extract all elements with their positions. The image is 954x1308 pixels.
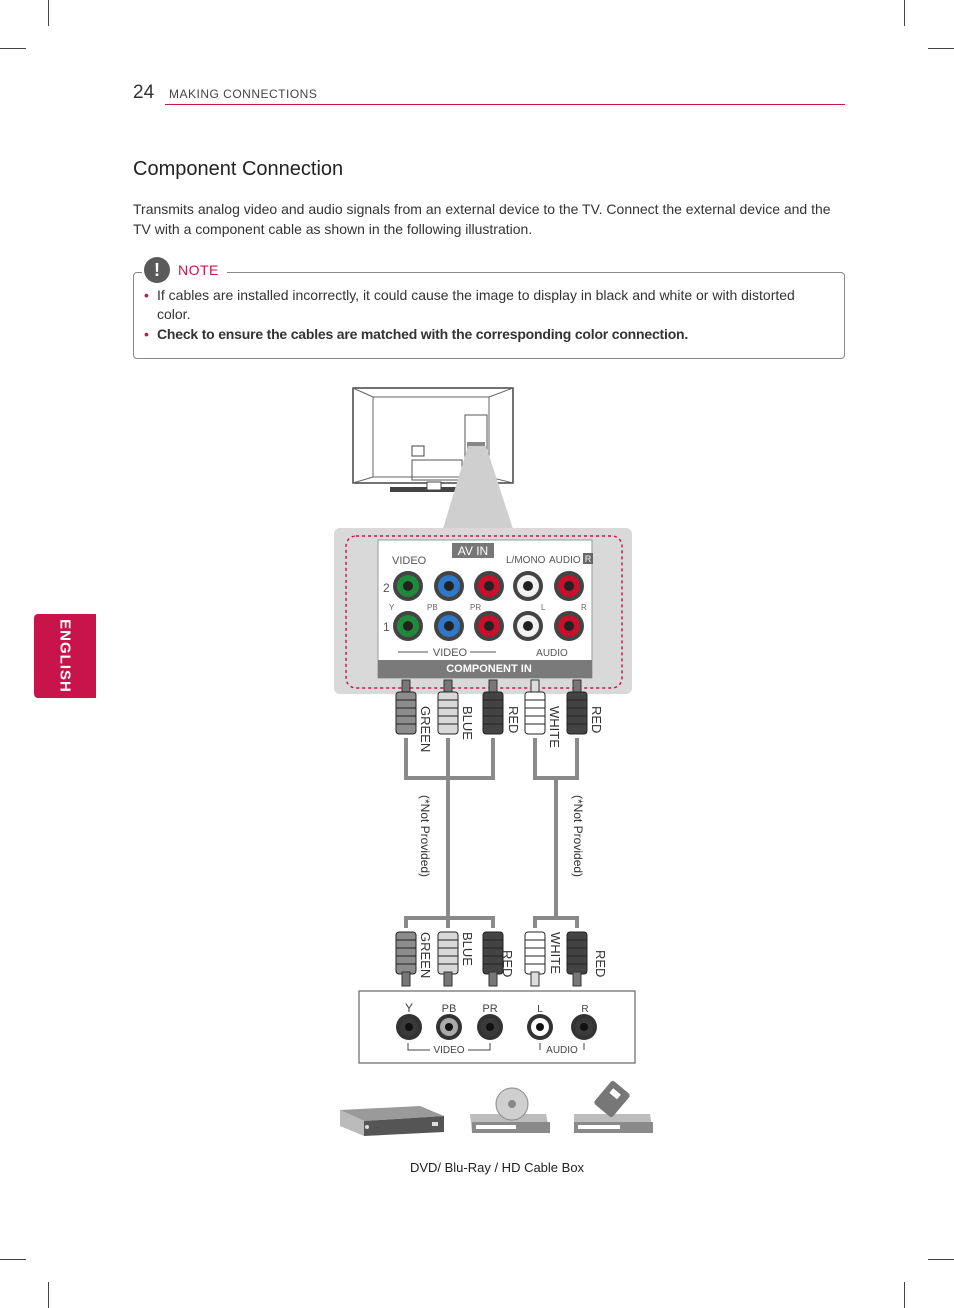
device-audio-label: AUDIO [546, 1045, 578, 1056]
jack-white-row2 [513, 571, 543, 601]
pb-label: PB [427, 603, 438, 612]
cable-label-green-bottom: GREEN [418, 932, 433, 978]
not-provided-right: (*Not Provided) [571, 795, 585, 877]
cable-label-red-top: RED [506, 706, 521, 733]
plug-white-top [524, 679, 546, 735]
plug-blue-bottom [437, 931, 459, 987]
y-label: Y [389, 603, 395, 612]
crop-mark [48, 1282, 49, 1308]
top-plugs [395, 679, 588, 735]
cable-label-red-bottom: RED [500, 950, 515, 977]
component-in-label: COMPONENT IN [446, 663, 532, 675]
header-rule [165, 104, 845, 105]
cable-label-red2-top: RED [589, 706, 604, 733]
jack-blue-row2 [434, 571, 464, 601]
crop-mark [0, 48, 26, 49]
av-in-label: AV IN [458, 544, 488, 558]
dvd-player-icon [340, 1106, 444, 1136]
l-label: L [541, 603, 546, 612]
r-label: R [581, 603, 587, 612]
devices-caption: DVD/ Blu-Ray / HD Cable Box [410, 1160, 585, 1175]
r-badge: R [585, 554, 592, 564]
exclamation-icon: ! [144, 257, 170, 283]
page-number: 24 [133, 82, 155, 103]
device-jacks [396, 1014, 597, 1040]
bullet-icon: • [144, 326, 149, 342]
not-provided-left: (*Not Provided) [418, 795, 432, 877]
audio-bottom-label: AUDIO [536, 648, 568, 659]
note-item: • Check to ensure the cables are matched… [144, 325, 824, 344]
crop-mark [928, 48, 954, 49]
jack-red-row2 [554, 571, 584, 601]
cable-label-blue-bottom: BLUE [460, 932, 475, 966]
device-video-label: VIDEO [433, 1045, 464, 1056]
cable-label-white-top: WHITE [547, 706, 562, 748]
device-jack-l [527, 1014, 553, 1040]
crop-mark [904, 1282, 905, 1308]
jack-green-row2 [393, 571, 423, 601]
section-title: MAKING CONNECTIONS [169, 87, 318, 101]
pr-label: PR [470, 603, 481, 612]
l-mono-label: L/MONO [506, 555, 546, 566]
zoom-beam [442, 446, 514, 532]
page-title: Component Connection [133, 158, 344, 180]
cable-label-red2-bottom: RED [593, 950, 608, 977]
row-2-label: 2 [383, 581, 390, 595]
device-jack-y [396, 1014, 422, 1040]
note-header: ! NOTE [142, 256, 227, 284]
video-bottom-label: VIDEO [433, 647, 468, 659]
device-y-label: Y [405, 1001, 413, 1015]
blu-ray-player-icon [470, 1087, 550, 1133]
device-jack-pr [477, 1014, 503, 1040]
jack-red-row2 [474, 571, 504, 601]
cable-label-green-top: GREEN [418, 706, 433, 752]
cable-label-white-bottom: WHITE [548, 932, 563, 974]
plug-red-bottom [482, 931, 504, 987]
device-pb-label: PB [442, 1003, 457, 1015]
plug-white-bottom [524, 931, 546, 987]
device-jack-pb [436, 1014, 462, 1040]
hd-cable-box-icon [574, 1081, 653, 1133]
device-r-label: R [581, 1004, 588, 1015]
note-box [133, 272, 845, 359]
device-l-label: L [537, 1004, 543, 1015]
note-item-text: If cables are installed incorrectly, it … [157, 287, 795, 322]
plug-green-top [395, 679, 417, 735]
row-1-label: 1 [383, 620, 390, 634]
audio-label: AUDIO [549, 555, 581, 566]
note-item-text: Check to ensure the cables are matched w… [157, 326, 689, 342]
plug-red-top [482, 679, 504, 735]
tv-jacks [393, 571, 584, 641]
jack-red-row1 [554, 611, 584, 641]
note-item: • If cables are installed incorrectly, i… [144, 286, 824, 324]
language-tab: ENGLISH [34, 614, 96, 698]
device-output-panel: Y PB PR L R VIDEO AUDIO [358, 990, 636, 1064]
plug-green-bottom [395, 931, 417, 987]
component-cable [404, 738, 495, 928]
tv-input-panel: AV IN VIDEO L/MONO AUDIO R 2 1 Y PB PR L… [334, 528, 632, 694]
cable-label-blue-top: BLUE [460, 706, 475, 740]
video-label: VIDEO [392, 555, 427, 567]
note-label: NOTE [178, 262, 219, 278]
crop-mark [928, 1259, 954, 1260]
plug-red-top [566, 679, 588, 735]
crop-mark [904, 0, 905, 26]
jack-green-row1 [393, 611, 423, 641]
intro-paragraph: Transmits analog video and audio signals… [133, 201, 831, 237]
jack-white-row1 [513, 611, 543, 641]
jack-blue-row1 [434, 611, 464, 641]
plug-red-bottom [566, 931, 588, 987]
device-jack-r [571, 1014, 597, 1040]
bottom-plugs [395, 931, 588, 987]
device-pr-label: PR [482, 1003, 497, 1015]
plug-blue-top [437, 679, 459, 735]
crop-mark [48, 0, 49, 26]
crop-mark [0, 1259, 26, 1260]
bullet-icon: • [144, 287, 149, 303]
jack-red-row1 [474, 611, 504, 641]
audio-cable [533, 738, 579, 928]
